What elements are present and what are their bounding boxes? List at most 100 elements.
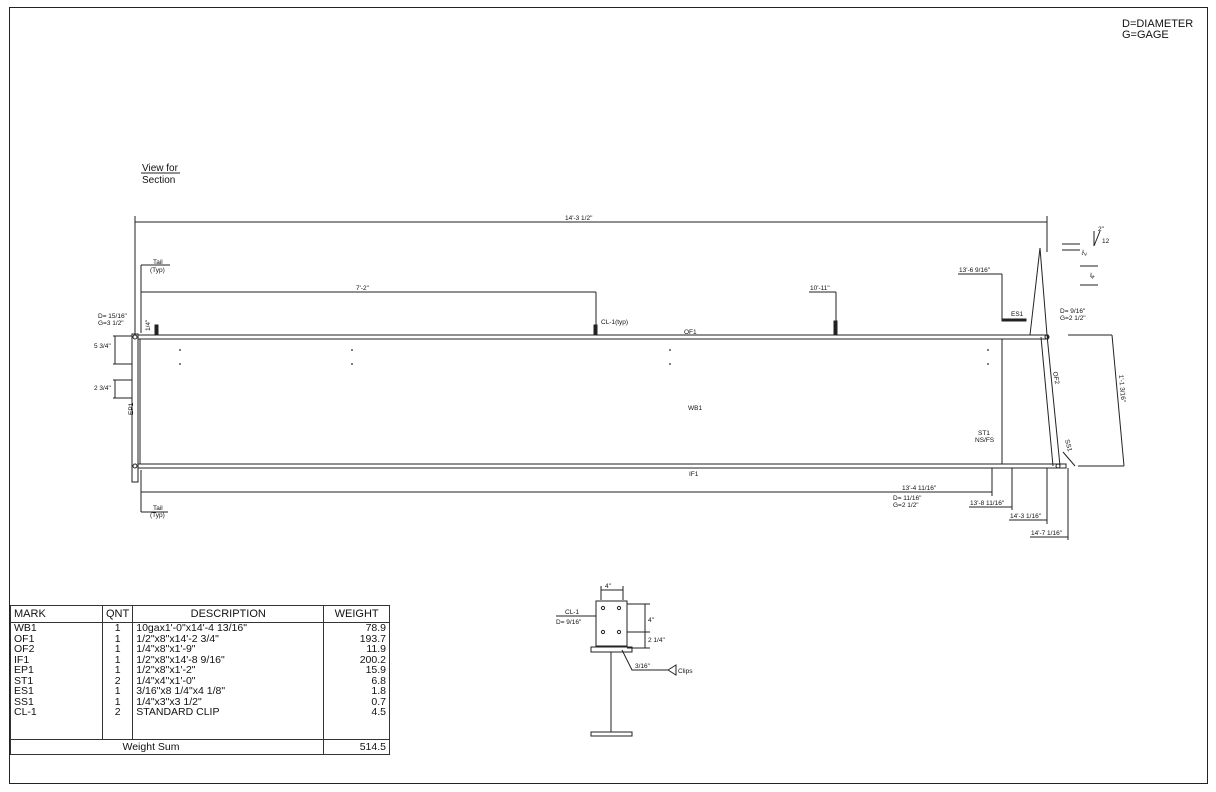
bom-cell-qnt: 2 [101,675,134,686]
clip-hole-3 [600,629,606,635]
bom-cell-weight: 0.7 [323,696,390,707]
bom-cell-empty [101,728,134,739]
bom-cell-qnt: 1 [101,696,134,707]
bom-cell-weight: 193.7 [323,633,390,644]
nsfs-label: NS/FS [975,437,995,444]
of2-label: OF2 [1051,371,1060,385]
abbreviation-legend: D=DIAMETER G=GAGE [1122,19,1193,41]
bom-cell-description: 1/4"x3"x3 1/2" [132,696,325,707]
weld-leader [621,649,668,671]
quarter-dim: 1/4" [145,319,152,331]
drawing-sheet-border [9,7,1208,784]
es1-label: ES1 [1011,311,1024,318]
bom-cell-empty [132,728,325,739]
bom-cell-description: 1/2"x8"x14'-2 3/4" [132,633,325,644]
ss1-slant [1062,451,1076,467]
bom-cell-empty [10,728,103,739]
hole-gap-dim-label: 2 3/4" [94,385,111,392]
bom-header-qnt: QNT [101,605,134,623]
bom-cell-weight: 78.9 [323,622,390,634]
st1-label: ST1 [978,430,990,437]
height-dim-line [1111,334,1125,467]
bom-cell-qnt: 1 [101,633,134,644]
hole-ep1-bottom [132,463,138,469]
bom-cell-description: 3/16"x8 1/4"x4 1/8" [132,686,325,697]
bom-cell-empty [323,728,390,739]
section-width-label: 4" [605,583,612,590]
view-note-line1: View for [142,163,179,174]
hole-top-dim-label: 5 3/4" [94,343,111,350]
bom-cell-qnt: 1 [101,644,134,655]
bom-cell-weight: 15.9 [323,665,390,676]
table-row-empty [10,717,390,728]
table-row-empty [10,728,390,739]
bom-cell-weight: 6.8 [323,675,390,686]
bom-cell-description: 1/4"x4"x1'-0" [132,675,325,686]
clips-label: Clips [678,668,693,675]
dim-es1-loc: 13'-6 9/16" [959,267,991,274]
of2-slant [1046,334,1061,467]
tail-bottom-typ: (Typ) [150,512,165,519]
weld-size-label: 3/16" [635,663,651,670]
slope-hyp [1093,230,1101,247]
bottom-flange-if1 [135,463,1067,469]
web-hole [987,363,989,365]
bot-g: G=2 1/2" [893,502,919,509]
bom-cell-description: 10gax1'-0"x14'-4 13/16" [132,622,325,634]
clip-hole-2 [616,605,622,611]
clip-mark-3 [833,320,838,336]
clip-plate [595,600,628,647]
d-left: D= 15/16" [98,313,128,320]
hole-of2-top [1044,334,1050,340]
dim-clip2: 10'-11" [810,285,830,292]
bom-cell-qnt: 1 [101,686,134,697]
legend-gage: G=GAGE [1122,29,1169,41]
bom-cell-description: STANDARD CLIP [132,707,325,718]
clip-hole-4 [616,629,622,635]
es1-slant [1029,247,1041,336]
bom-cell-qnt: 1 [101,622,134,634]
bom-sum-label: Weight Sum [102,738,325,755]
bom-cell-qnt: 2 [101,707,134,718]
dim-overall: 14'-3 1/2" [565,215,593,222]
tick4-label: 4" [1089,272,1097,280]
bot-d: D= 11/16" [893,495,922,502]
slope-rise: 2" [1098,226,1105,233]
bom-cell-mark: ES1 [10,686,103,697]
bom-cell-weight: 200.2 [323,654,390,665]
section-v1-label: 4" [648,617,655,624]
bom-cell-qnt: 1 [101,665,134,676]
web-hole [179,363,181,365]
bom-cell-description: 1/2"x8"x14'-8 9/16" [132,654,325,665]
legend-diameter: D=DIAMETER [1122,18,1194,30]
height-dim-label: 1'-1 3/16" [1117,375,1126,404]
bom-cell-qnt: 1 [101,654,134,665]
bom-cell-empty [10,717,103,728]
if1-label: IF1 [689,471,699,478]
bom-cell-mark: EP1 [10,665,103,676]
bom-cell-mark: WB1 [10,622,103,634]
clip-mark-1 [154,324,159,336]
web-hole [987,349,989,351]
hole-ss1 [1055,463,1061,469]
tail-bottom-word: Tail [153,505,163,512]
bom-sum-spacer [10,738,103,755]
of1-label: OF1 [684,329,697,336]
slope-run: 12 [1102,238,1110,245]
web-hole [179,349,181,351]
bom-header-description: DESCRIPTION [132,605,325,623]
es1-slant-2 [1039,247,1048,336]
dim-bot1: 13'-4 11/16" [902,485,937,492]
bom-sum-value: 514.5 [323,738,390,755]
end-plate-ep1 [131,333,139,483]
